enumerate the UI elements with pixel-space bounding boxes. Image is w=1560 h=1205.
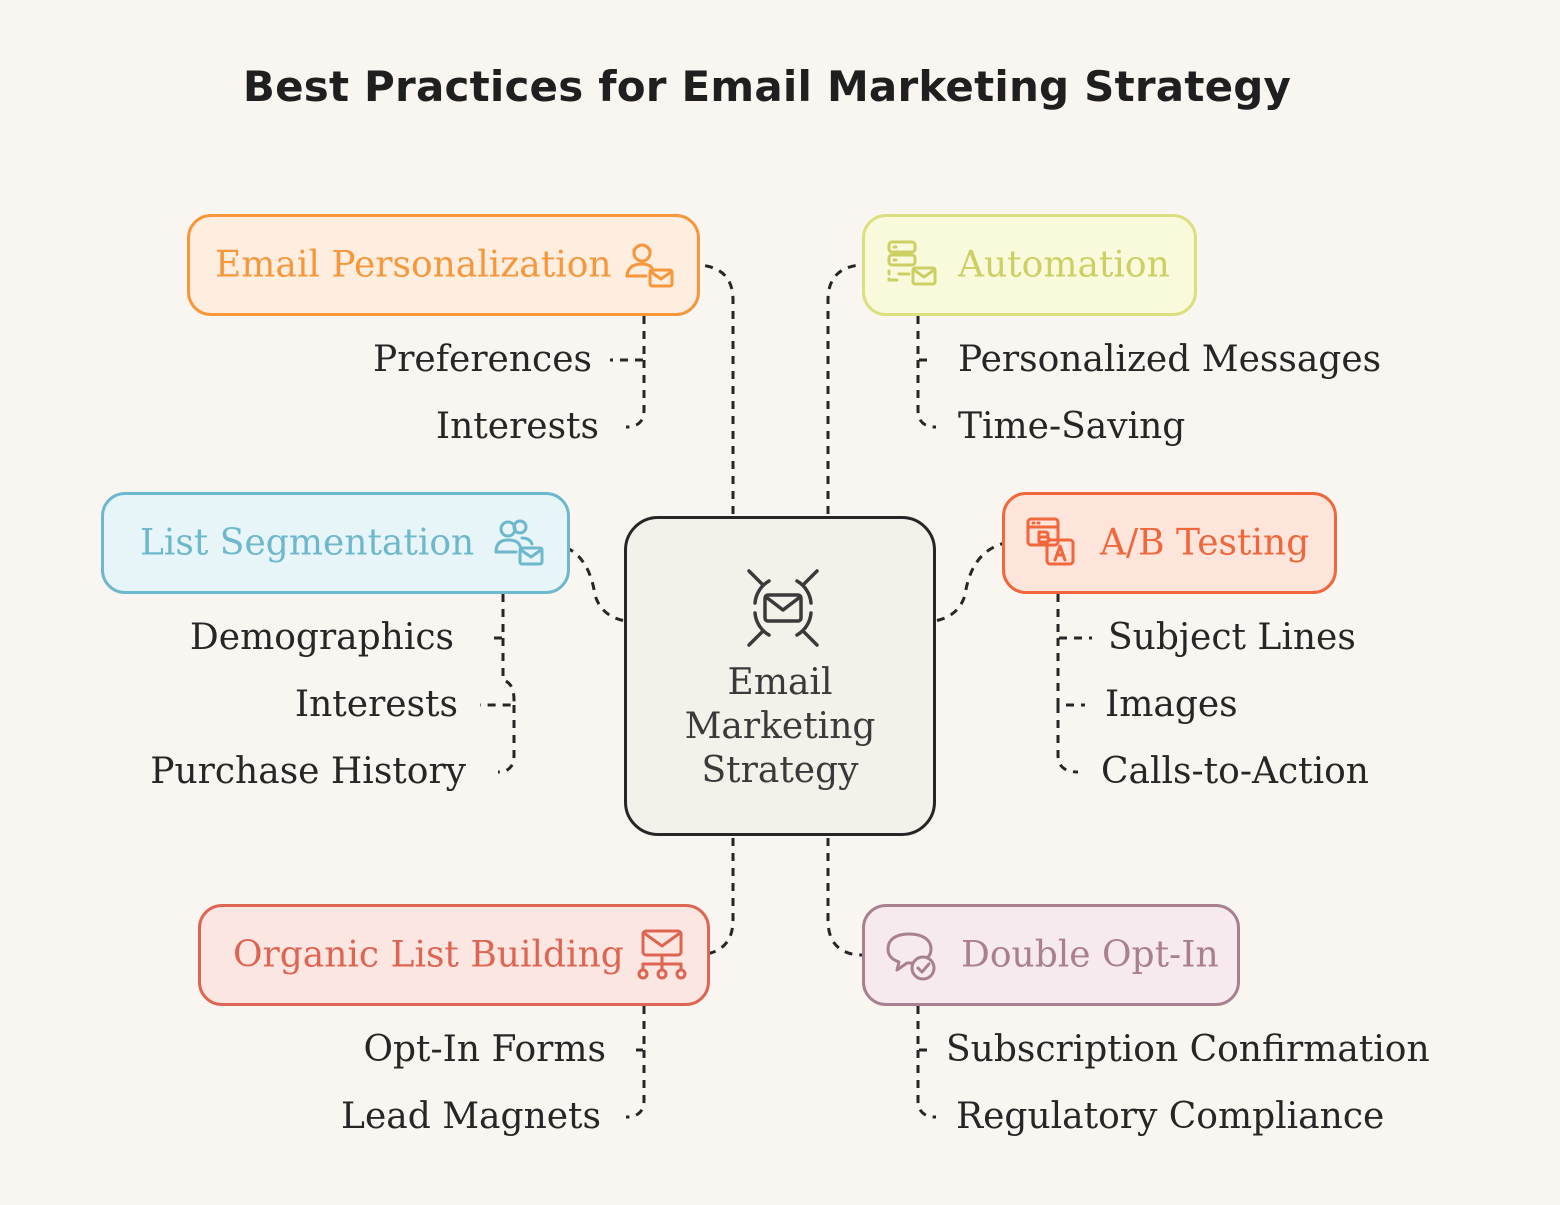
list-item: Preferences bbox=[372, 339, 592, 380]
email-target-icon bbox=[735, 559, 831, 655]
branch-list-segmentation: List Segmentation bbox=[101, 492, 570, 594]
list-item: Personalized Messages bbox=[958, 339, 1382, 380]
branch-label: Email Personalization bbox=[215, 244, 612, 286]
ab-test-icon bbox=[1025, 516, 1079, 570]
connector-personalization bbox=[688, 263, 735, 514]
email-network-icon bbox=[635, 928, 689, 982]
branch-double-opt-in: Double Opt-In bbox=[862, 904, 1240, 1006]
branch-organic-list-building: Organic List Building bbox=[198, 904, 710, 1006]
connector-abtesting bbox=[921, 540, 1011, 624]
diagram-title: Best Practices for Email Marketing Strat… bbox=[242, 62, 1292, 111]
connector-automation bbox=[826, 263, 872, 514]
center-line-2: Marketing bbox=[684, 706, 876, 747]
list-item: Images bbox=[1105, 684, 1238, 725]
list-item: Subscription Confirmation bbox=[946, 1029, 1430, 1070]
connector-segmentation bbox=[554, 542, 639, 624]
branch-label: List Segmentation bbox=[140, 522, 475, 564]
branch-ab-testing: A/B Testing bbox=[1002, 492, 1337, 594]
list-item: Lead Magnets bbox=[341, 1096, 601, 1137]
list-item: Regulatory Compliance bbox=[956, 1096, 1385, 1137]
center-label: Email Marketing Strategy bbox=[627, 661, 933, 793]
list-item: Subject Lines bbox=[1108, 617, 1356, 658]
list-item: Calls-to-Action bbox=[1101, 751, 1369, 792]
branch-automation: Automation bbox=[862, 214, 1197, 316]
branch-label: Double Opt-In bbox=[961, 934, 1219, 976]
center-node: Email Marketing Strategy bbox=[624, 516, 936, 836]
branch-label: Organic List Building bbox=[233, 934, 624, 976]
list-item: Purchase History bbox=[150, 751, 466, 792]
chat-check-icon bbox=[885, 928, 939, 982]
branch-email-personalization: Email Personalization bbox=[187, 214, 700, 316]
center-line-3: Strategy bbox=[701, 750, 859, 791]
center-line-1: Email bbox=[727, 662, 833, 703]
group-email-icon bbox=[492, 516, 546, 570]
branch-label: Automation bbox=[958, 244, 1170, 286]
list-item: Interests bbox=[435, 406, 599, 447]
list-item: Demographics bbox=[189, 617, 454, 658]
branch-label: A/B Testing bbox=[1100, 522, 1310, 564]
connector-optin bbox=[826, 838, 872, 957]
list-item: Opt-In Forms bbox=[363, 1029, 606, 1070]
list-item: Time-Saving bbox=[958, 406, 1186, 447]
list-item: Interests bbox=[294, 684, 458, 725]
server-email-icon bbox=[885, 238, 939, 292]
user-email-icon bbox=[622, 238, 676, 292]
